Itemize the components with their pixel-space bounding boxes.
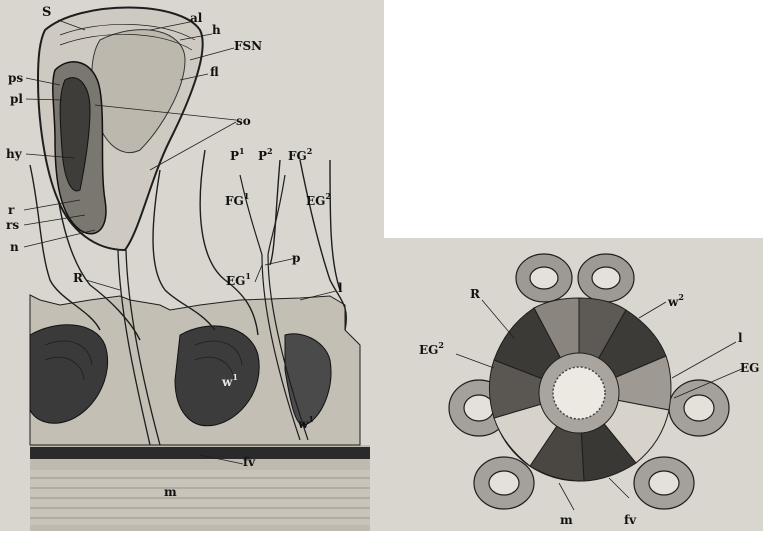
- label-h: h: [212, 23, 221, 37]
- label-R: R: [73, 271, 84, 285]
- central-lumen: [553, 367, 605, 419]
- label-ps: ps: [8, 71, 23, 85]
- cross-section-svg: R w2 EG2 l EG m fv: [384, 238, 763, 531]
- label-fl: fl: [210, 65, 219, 79]
- fibre-band: [30, 447, 370, 459]
- label-rs: rs: [6, 218, 19, 232]
- label-fv-right: fv: [624, 513, 637, 527]
- label-fv: fv: [243, 455, 256, 469]
- cross-section-figure: R w2 EG2 l EG m fv: [384, 238, 763, 531]
- label-hy: hy: [6, 147, 23, 161]
- longitudinal-section-figure: S al h FSN fl ps pl so hy P1 P2 FG2 FG1 …: [0, 0, 384, 531]
- label-m: m: [164, 485, 177, 499]
- label-l: l: [338, 281, 343, 295]
- label-so: so: [236, 114, 251, 128]
- label-S: S: [42, 5, 51, 20]
- longitudinal-section-svg: S al h FSN fl ps pl so hy P1 P2 FG2 FG1 …: [0, 0, 384, 531]
- label-l-right: l: [738, 331, 743, 345]
- label-FSN: FSN: [234, 39, 262, 53]
- label-pl: pl: [10, 92, 23, 106]
- label-r: r: [8, 203, 15, 217]
- label-p: p: [292, 251, 300, 265]
- label-R-right: R: [470, 287, 481, 301]
- label-al: al: [190, 11, 203, 25]
- label-n: n: [10, 240, 19, 254]
- label-m-right: m: [560, 513, 573, 527]
- label-EG-right: EG: [740, 361, 759, 375]
